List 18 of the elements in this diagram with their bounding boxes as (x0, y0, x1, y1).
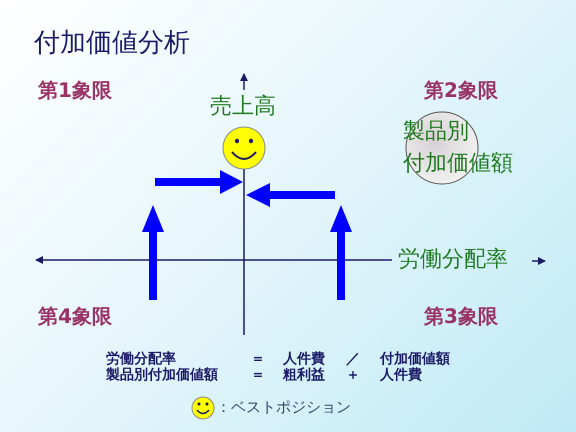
formula-operator: ＝ (251, 352, 265, 366)
axis-label: 売上高 (210, 96, 276, 118)
formula-term: 付加価値額 (380, 352, 450, 366)
quadrant-label: 第2象限 (424, 80, 498, 100)
formula-term: 粗利益 (283, 368, 325, 382)
formula-term: 製品別付加価値額 (106, 368, 218, 382)
formula-term: 労働分配率 (106, 352, 176, 366)
axis-label: 労働分配率 (398, 249, 508, 271)
quadrant-label: 第1象限 (38, 80, 112, 100)
formula-operator: ＋ (346, 368, 360, 382)
formula-term: 人件費 (380, 368, 422, 382)
formula-term: 人件費 (283, 352, 325, 366)
quadrant-label: 第4象限 (38, 306, 112, 326)
formula-operator: ／ (346, 352, 360, 366)
quadrant-label: 第3象限 (424, 306, 498, 326)
title: 付加価値分析 (34, 30, 190, 56)
legend-text: ：ベストポジション (216, 400, 351, 415)
formula-operator: ＝ (251, 368, 265, 382)
